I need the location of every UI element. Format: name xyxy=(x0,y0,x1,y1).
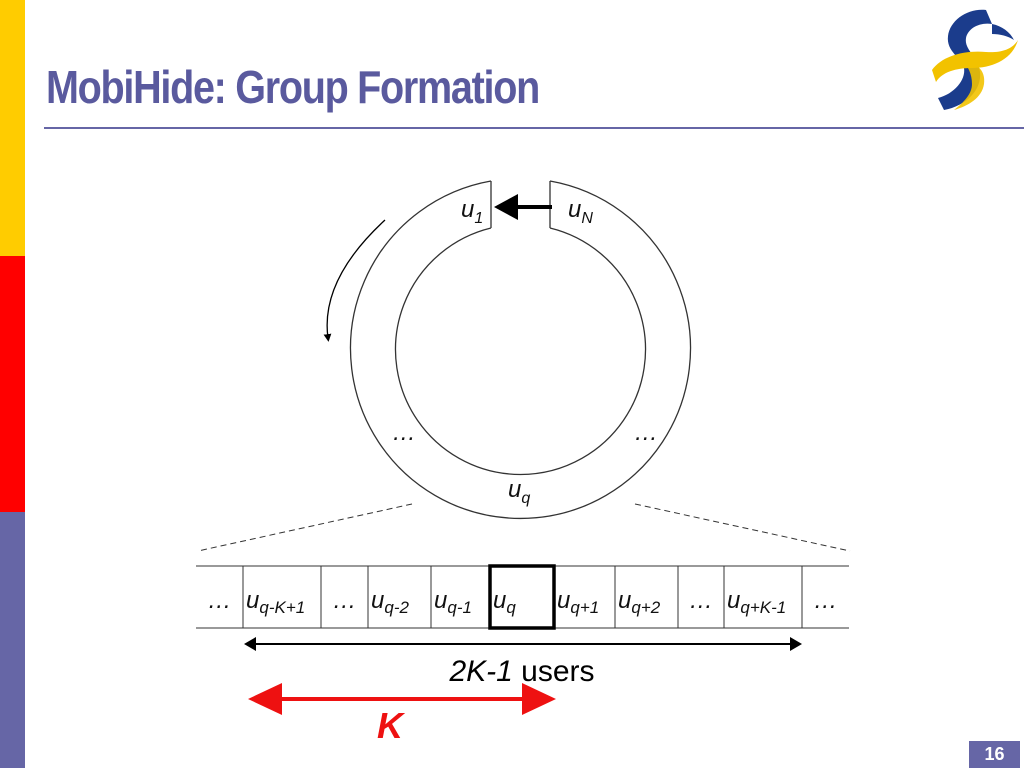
sidebar-red-band xyxy=(0,256,25,512)
zoom-line-left xyxy=(197,503,413,552)
sidebar-blue-band xyxy=(0,512,25,768)
user-cell-label: uq-1 xyxy=(434,587,472,617)
ellipsis-cell-label: … xyxy=(689,587,713,614)
window-size-label: 2K-1 users xyxy=(448,655,594,688)
ellipsis-cell-label: … xyxy=(814,587,838,614)
slide-sidebar xyxy=(0,0,25,768)
user-cell-label: uq+1 xyxy=(557,587,599,617)
user-cell-label: uq+2 xyxy=(618,587,661,617)
ring-right-dots: … xyxy=(634,419,658,446)
user-ring xyxy=(349,180,692,519)
k-range-arrow xyxy=(248,683,556,715)
window-arrow xyxy=(244,637,802,651)
user-cell-label: uq-2 xyxy=(371,587,409,617)
sidebar-yellow-band xyxy=(0,0,25,256)
zoom-line-right xyxy=(634,503,851,552)
ring-left-dots: … xyxy=(392,419,416,446)
wraparound-arrow xyxy=(494,194,552,220)
user-cells: … uq-K+1 … uq-2 uq-1 uq uq+1 uq+2 … uq+K-1 … xyxy=(208,566,838,628)
title-underline xyxy=(44,127,1024,129)
rotation-direction-arrow xyxy=(323,219,386,342)
ring-label-last: uN xyxy=(568,196,593,227)
page-number: 16 xyxy=(969,741,1020,768)
slide-title: MobiHide: Group Formation xyxy=(46,61,540,113)
ring-label-query: uq xyxy=(508,476,530,507)
ellipsis-cell-label: … xyxy=(208,587,232,614)
query-user-highlight xyxy=(488,564,556,630)
university-logo-icon xyxy=(932,9,1018,111)
ring-label-first: u1 xyxy=(461,196,483,227)
user-cell-label: uq-K+1 xyxy=(246,587,305,617)
user-cell-label: uq xyxy=(493,587,516,617)
ellipsis-cell-label: … xyxy=(333,587,357,614)
sorted-user-strip xyxy=(196,565,849,629)
user-cell-label: uq+K-1 xyxy=(727,587,786,617)
k-label: K xyxy=(377,705,406,746)
